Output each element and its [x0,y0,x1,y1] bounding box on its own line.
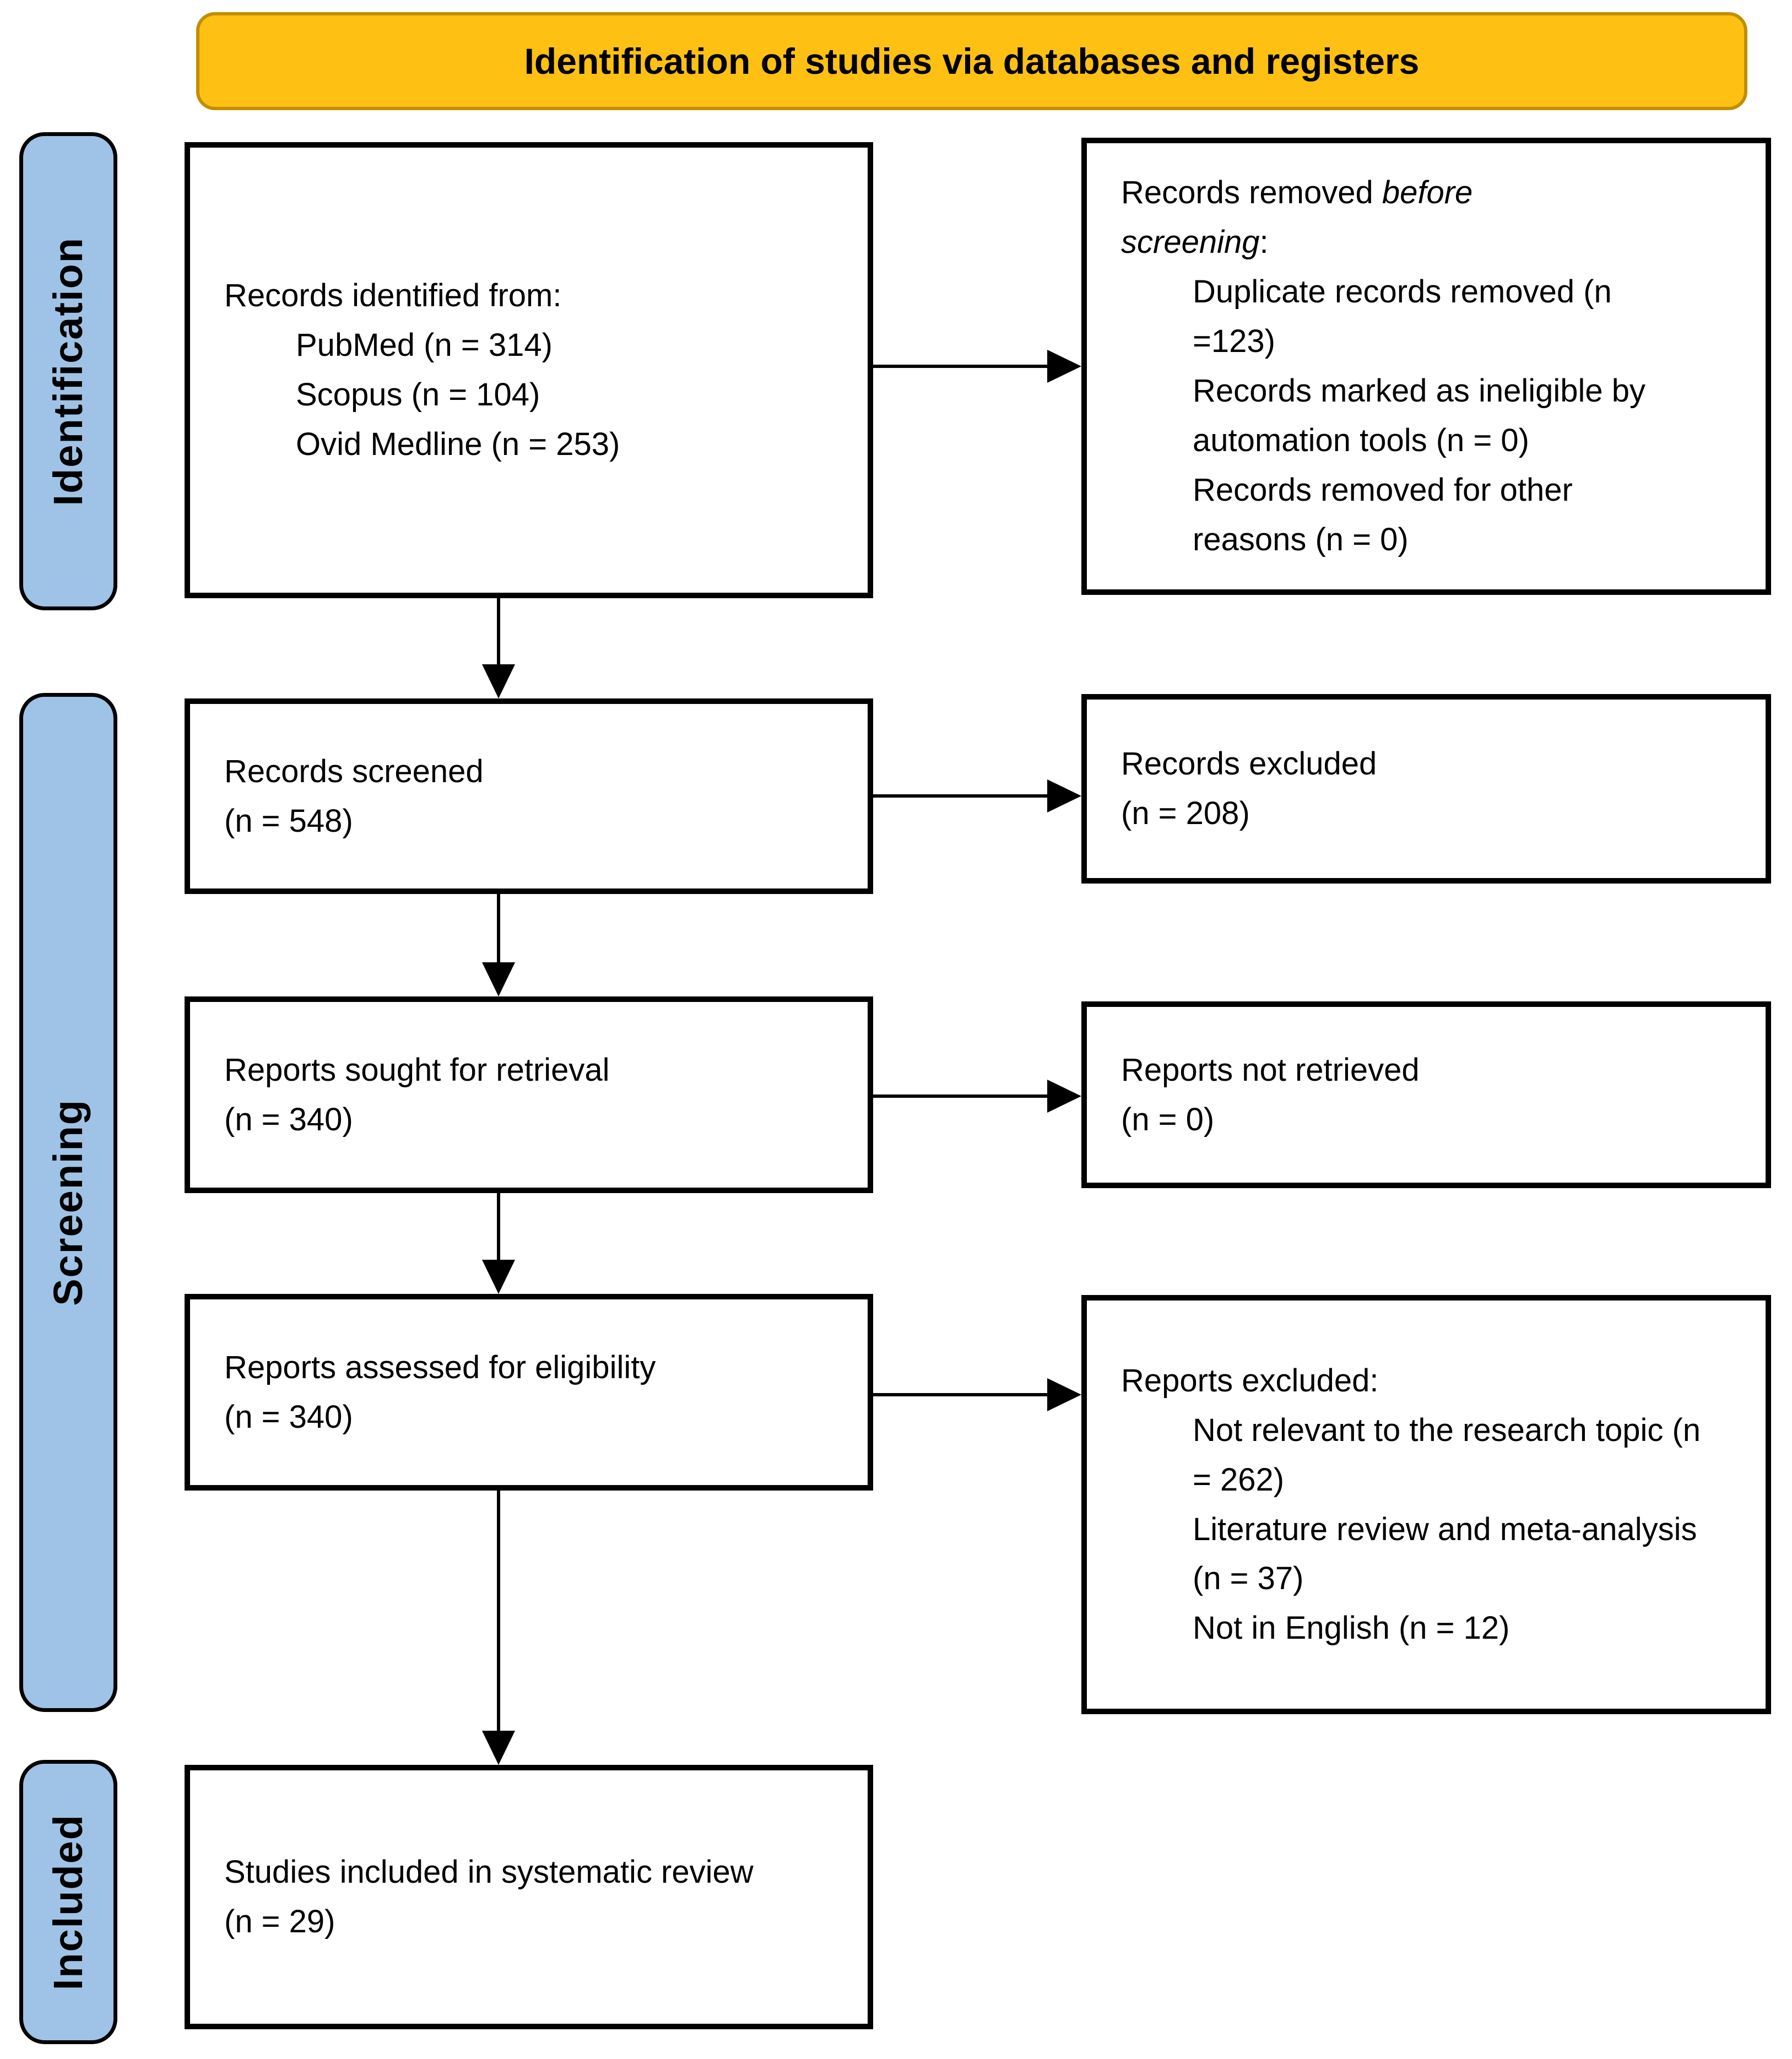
records-identified-lead: Records identified from: [224,278,562,314]
sidebar-identification-label: Identification [45,236,91,506]
sidebar-screening-label: Screening [45,1099,91,1306]
arrow-right-2-head [1047,779,1081,812]
records-excluded-count: (n = 208) [1121,795,1250,831]
box-records-removed: Records removed before screening: Duplic… [1081,138,1771,595]
sidebar-included-label: Included [45,1813,91,1991]
arrow-right-4-head [1047,1378,1081,1411]
records-identified-item-pubmed: PubMed (n = 314) [296,327,553,364]
records-removed-title-suffix: : [1259,224,1269,261]
reports-assessed-line1: Reports assessed for eligibility [224,1349,656,1385]
arrow-down-3-head [482,1260,515,1294]
box-reports-assessed: Reports assessed for eligibility (n = 34… [185,1294,873,1491]
banner-title: Identification of studies via databases … [196,12,1747,110]
records-removed-title-prefix: Records removed [1121,175,1382,211]
records-screened-line1: Records screened [224,753,484,789]
arrow-down-1-line [497,598,500,665]
records-removed-item-other: Records removed for other reasons (n = 0… [1193,472,1573,557]
studies-included-count: (n = 29) [224,1904,335,1939]
arrow-down-2-line [497,894,500,963]
reports-sought-line1: Reports sought for retrieval [224,1052,610,1088]
reports-excluded-item-not-relevant: Not relevant to the research topic (n = … [1193,1412,1701,1498]
records-removed-item-automation: Records marked as ineligible by automati… [1193,373,1646,458]
records-removed-item-duplicates: Duplicate records removed (n =123) [1193,274,1612,360]
records-removed-title-italic: before screening [1121,175,1473,261]
arrow-down-3-line [497,1193,500,1261]
box-records-screened: Records screened (n = 548) [185,698,873,894]
box-reports-not-retrieved: Reports not retrieved (n = 0) [1081,1001,1771,1188]
arrow-right-1-head [1047,350,1081,383]
reports-not-retrieved-count: (n = 0) [1121,1101,1215,1137]
reports-excluded-item-review-meta: Literature review and meta-analysis (n =… [1193,1511,1697,1597]
box-studies-included: Studies included in systematic review (n… [185,1765,873,2029]
reports-excluded-item-not-english: Not in English (n = 12) [1193,1610,1510,1646]
records-screened-count: (n = 548) [224,803,353,839]
arrow-right-4-line [873,1393,1047,1396]
arrow-right-3-line [873,1094,1047,1098]
reports-not-retrieved-line1: Reports not retrieved [1121,1052,1420,1088]
reports-assessed-count: (n = 340) [224,1399,353,1435]
records-identified-item-ovid: Ovid Medline (n = 253) [296,426,620,462]
arrow-right-3-head [1047,1080,1081,1113]
sidebar-identification: Identification [19,132,117,610]
arrow-down-4-line [497,1491,500,1732]
box-records-identified: Records identified from: PubMed (n = 314… [185,142,873,598]
studies-included-line1: Studies included in systematic review [224,1854,754,1890]
sidebar-screening: Screening [19,693,117,1712]
reports-sought-count: (n = 340) [224,1101,353,1137]
arrow-down-1-head [482,664,515,698]
records-identified-item-scopus: Scopus (n = 104) [296,377,540,413]
box-reports-excluded: Reports excluded: Not relevant to the re… [1081,1295,1771,1714]
records-removed-title: Records removed before screening: [1121,168,1618,267]
sidebar-included: Included [19,1760,117,2044]
records-excluded-line1: Records excluded [1121,746,1377,782]
banner-title-label: Identification of studies via databases … [524,40,1420,82]
arrow-right-2-line [873,794,1047,798]
box-records-excluded: Records excluded (n = 208) [1081,694,1771,884]
arrow-down-4-head [482,1731,515,1765]
reports-excluded-lead: Reports excluded: [1121,1362,1379,1399]
arrow-right-1-line [873,365,1047,368]
arrow-down-2-head [482,962,515,996]
box-reports-sought: Reports sought for retrieval (n = 340) [185,996,873,1193]
